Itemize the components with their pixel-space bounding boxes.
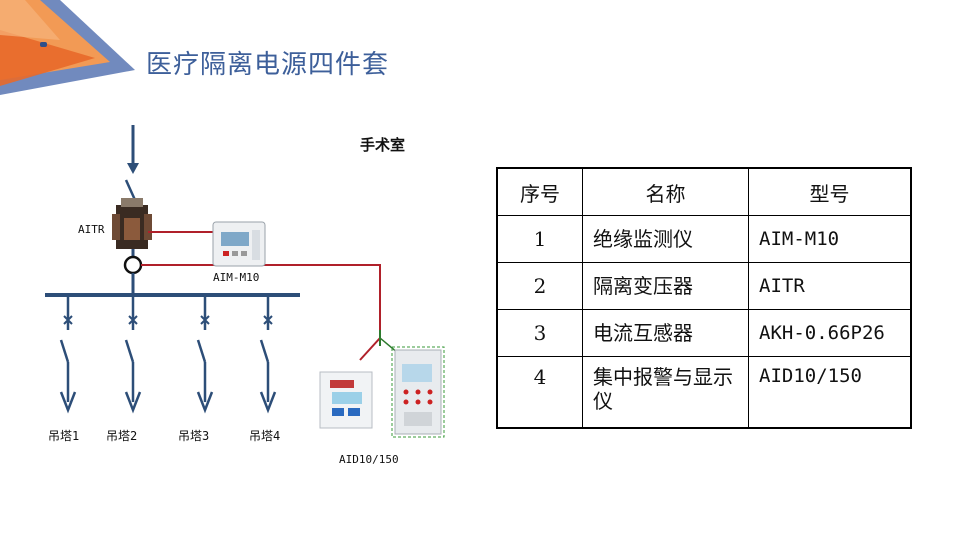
alarm-panel-icon: [391, 346, 445, 438]
header-no: 序号: [496, 167, 583, 216]
row-name: 电流互感器: [582, 309, 749, 357]
feeder-label-2: 吊塔2: [106, 429, 137, 443]
feeder-label-3: 吊塔3: [178, 429, 209, 443]
signal-wire: [141, 264, 381, 338]
feeder-1: [59, 295, 77, 414]
table-header-row: 序号 名称 型号: [496, 167, 912, 216]
slide-title: 医疗隔离电源四件套: [146, 50, 390, 80]
display-label: AID10/150: [339, 453, 399, 466]
row-name: 集中报警与显示仪: [582, 356, 749, 429]
insulation-monitor-icon: [212, 221, 266, 267]
room-label: 手术室: [360, 136, 406, 154]
row-no: 2: [496, 262, 583, 310]
transformer-label: AITR: [78, 223, 105, 236]
alarm-display-icon: [319, 371, 373, 429]
row-model: AID10/150: [748, 356, 912, 429]
row-model: AIM-M10: [748, 215, 912, 263]
feeder-label-1: 吊塔1: [48, 429, 79, 443]
row-model: AITR: [748, 262, 912, 310]
feeder-2: [124, 295, 142, 414]
row-name: 绝缘监测仪: [582, 215, 749, 263]
transformer-icon: [112, 198, 152, 249]
feeder-4: [259, 295, 277, 414]
table-row: 2 隔离变压器 AITR: [496, 262, 912, 310]
feeder-3: [196, 295, 214, 414]
row-no: 3: [496, 309, 583, 357]
header-name: 名称: [582, 167, 749, 216]
row-no: 1: [496, 215, 583, 263]
feeder-label-4: 吊塔4: [249, 429, 280, 443]
component-table: 序号 名称 型号 1 绝缘监测仪 AIM-M10 2 隔离变压器 AITR 3 …: [496, 167, 912, 429]
row-model: AKH-0.66P26: [748, 309, 912, 357]
table-row: 3 电流互感器 AKH-0.66P26: [496, 309, 912, 357]
header-model: 型号: [748, 167, 912, 216]
current-transformer-icon: [123, 255, 143, 275]
row-name: 隔离变压器: [582, 262, 749, 310]
supply-arrow: [127, 163, 139, 174]
main-switch: [124, 179, 137, 201]
corner-decoration: [0, 0, 135, 95]
table-row: 1 绝缘监测仪 AIM-M10: [496, 215, 912, 263]
table-row: 4 集中报警与显示仪 AID10/150: [496, 356, 912, 429]
monitor-label: AIM-M10: [213, 271, 259, 284]
row-no: 4: [496, 356, 583, 429]
